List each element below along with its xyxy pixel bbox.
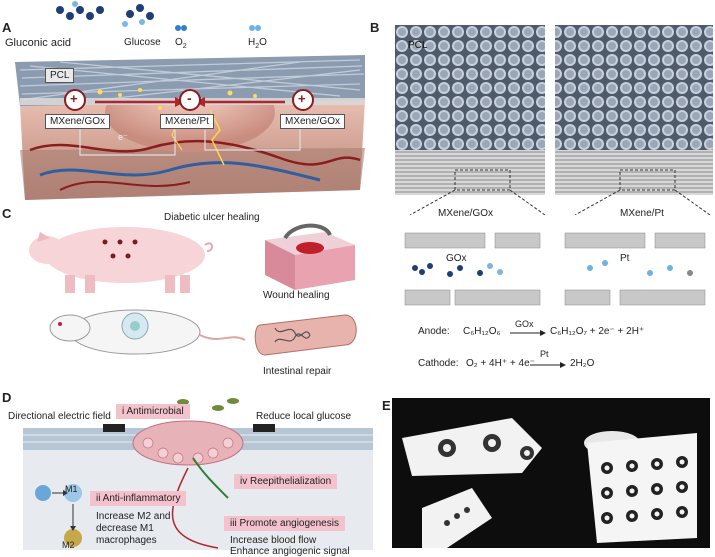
plus-sign-right: + — [298, 91, 306, 106]
red-vessel — [29, 139, 361, 166]
anode-plus-icon-right — [292, 89, 314, 111]
h2o-label: H2O — [248, 37, 267, 50]
sem-left-fibers — [395, 25, 545, 150]
m1-label: M1 — [65, 484, 78, 494]
macrophage-m2-icon — [64, 504, 82, 547]
anode-label: Anode: — [418, 326, 450, 337]
anode-plus-icon-left — [64, 89, 86, 111]
anode-arrow-icon — [510, 330, 546, 336]
rat-icon — [49, 309, 246, 355]
cathode-product: 2H₂O — [570, 358, 595, 369]
angiogenesis-tag: iii Promote angiogenesis — [224, 516, 345, 531]
panel-b-sem-images — [395, 25, 713, 215]
panel-e-photo — [392, 398, 710, 548]
intestine-icon — [254, 314, 357, 356]
bandage-roll-left — [402, 418, 542, 548]
pcl-label-b: PCL — [408, 40, 428, 51]
o2-molecule-icon — [175, 25, 187, 31]
gluconic-acid-label: Gluconic acid — [5, 37, 72, 49]
gox-label: GOx — [446, 253, 467, 264]
panel-a-label: A — [2, 20, 12, 35]
panel-c-illustrations — [29, 223, 357, 356]
mxene-pt-box: MXene/Pt — [160, 114, 214, 129]
anti-inflammatory-desc-3: macrophages — [96, 535, 157, 546]
glucose-molecule-icon — [122, 4, 154, 27]
panel-c-label: C — [2, 206, 12, 221]
sem-right-fibers — [555, 25, 713, 150]
antimicrobial-tag: i Antimicrobial — [116, 404, 190, 419]
electrode-right-icon — [253, 424, 275, 432]
macrophage-m1-icon — [35, 484, 82, 502]
o2-label: O2 — [175, 37, 187, 50]
pt-label: Pt — [620, 253, 630, 264]
minus-sign-center: - — [187, 90, 192, 106]
electron-label: e⁻ — [118, 132, 128, 142]
angiogenesis-desc-2: Enhance angiogenic signal — [230, 546, 350, 557]
panel-b-layer-schematic — [404, 232, 706, 306]
wound-healing-label: Wound healing — [263, 290, 330, 301]
anode-reactant: C₆H₁₂O₆ — [463, 326, 501, 337]
intestinal-repair-label: Intestinal repair — [263, 366, 332, 377]
angiogenesis-desc-1: Increase blood flow — [230, 535, 317, 546]
anti-inflammatory-desc-2: decrease M1 — [96, 523, 154, 534]
panel-e-label: E — [382, 398, 391, 413]
m2-label: M2 — [62, 540, 75, 550]
cathode-label: Cathode: — [418, 358, 459, 369]
gluconic-molecule-icon — [56, 1, 104, 20]
reduce-glucose-title: Reduce local glucose — [256, 411, 352, 422]
anti-inflammatory-tag: ii Anti-inflammatory — [90, 491, 187, 506]
reepithelialization-tag: iv Reepithelialization — [234, 474, 338, 489]
mxene-gox-box-right: MXene/GOx — [280, 114, 346, 129]
mxene-pt-title: MXene/Pt — [620, 208, 664, 219]
panel-d-illustration — [23, 398, 373, 550]
panel-a-illustration — [15, 1, 365, 200]
electric-field-title: Directional electric field — [8, 411, 111, 422]
anti-inflammatory-desc-1: Increase M2 and — [96, 511, 171, 522]
bandage-roll-right — [584, 431, 697, 543]
pt-catalyst-icon — [587, 260, 693, 276]
sem-left-layer — [395, 150, 545, 195]
sem-right-layer — [555, 150, 713, 195]
wound-skin-icon — [265, 223, 355, 290]
electrode-left-icon — [103, 424, 125, 432]
pcl-label-a: PCL — [45, 68, 75, 83]
mxene-gox-title: MXene/GOx — [438, 208, 494, 219]
water-molecule-icon — [249, 25, 261, 31]
panel-d-label: D — [2, 390, 12, 405]
anode-product: C₆H₁₂O₇ + 2e⁻ + 2H⁺ — [550, 326, 645, 337]
plus-sign-left: + — [70, 91, 78, 106]
anode-arrow-label: GOx — [515, 319, 534, 329]
cathode-reactant: O₂ + 4H⁺ + 4e⁻ — [466, 358, 535, 369]
diabetic-ulcer-title: Diabetic ulcer healing — [164, 212, 260, 223]
glucose-label: Glucose — [124, 37, 161, 48]
cathode-arrow-icon — [530, 362, 566, 368]
mxene-gox-box-left: MXene/GOx — [45, 114, 111, 129]
gox-enzyme-icon — [412, 263, 503, 277]
pig-icon — [29, 227, 213, 293]
cathode-arrow-label: Pt — [540, 349, 549, 359]
blue-vessel — [39, 161, 321, 182]
panel-b-label: B — [370, 20, 380, 35]
cathode-minus-icon — [179, 89, 201, 111]
